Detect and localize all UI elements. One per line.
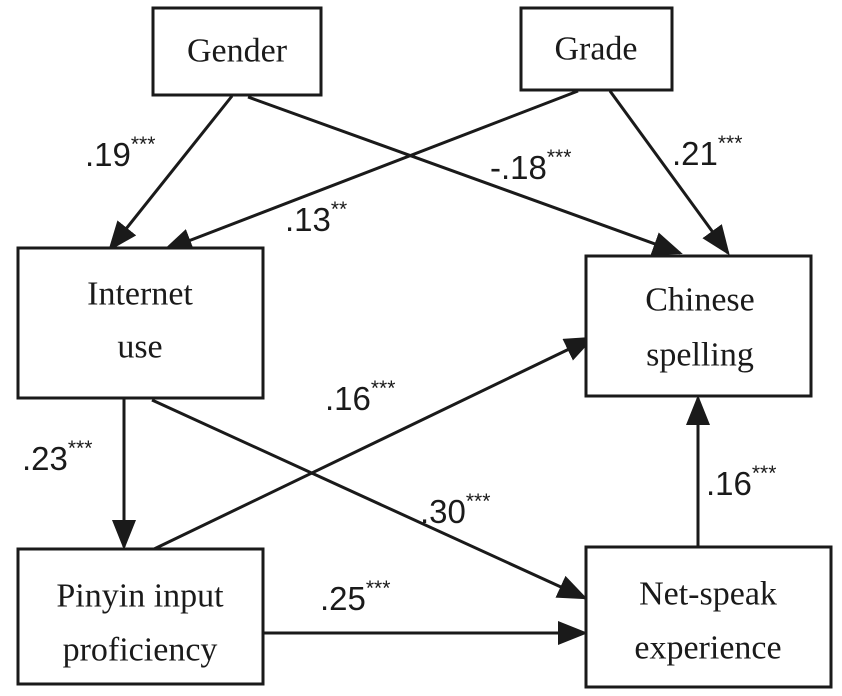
node-pinyin-input-proficiency: Pinyin input proficiency: [16, 547, 265, 686]
edge-grade-internet-use: [162, 89, 579, 252]
node-netspeak-experience: Net-speak experience: [584, 545, 833, 689]
coef-gender-internet-use: .19***: [85, 133, 155, 173]
edge-grade-chinese-spelling: [608, 90, 730, 256]
node-chinese-spelling: Chinese spelling: [584, 254, 813, 398]
node-internet-use: Internet use: [16, 246, 265, 400]
coef-pinyin-netspeak: .25***: [320, 577, 390, 617]
edges: [108, 89, 730, 645]
coef-pinyin-chinese-spelling: .16***: [325, 377, 395, 417]
node-netspeak-label-line1: Net-speak: [639, 576, 777, 613]
node-netspeak-label-line2: experience: [634, 630, 781, 667]
node-internet-use-label-line2: use: [117, 329, 162, 366]
node-chinese-spelling-label-line2: spelling: [646, 337, 754, 374]
node-internet-use-label-line1: Internet: [87, 276, 193, 313]
coef-internet-use-netspeak: .30***: [420, 490, 490, 530]
node-pinyin-label-line2: proficiency: [63, 632, 218, 669]
node-pinyin-label-line1: Pinyin input: [56, 578, 224, 615]
coef-internet-use-pinyin: .23***: [22, 437, 92, 477]
coef-grade-chinese-spelling: .21***: [672, 132, 742, 172]
node-grade: Grade: [519, 6, 674, 92]
coef-netspeak-chinese-spelling: .16***: [706, 462, 776, 502]
node-gender: Gender: [151, 6, 323, 97]
coef-grade-internet-use: .13**: [285, 198, 347, 238]
node-gender-label: Gender: [187, 33, 288, 70]
node-chinese-spelling-label-line1: Chinese: [645, 282, 755, 319]
coef-gender-chinese-spelling: -.18***: [490, 146, 571, 186]
edge-internet-use-netspeak: [151, 398, 588, 600]
node-grade-label: Grade: [554, 31, 637, 68]
edge-pinyin-chinese-spelling: [151, 336, 595, 552]
coefficients: .19*** -.18*** .13** .21*** .23*** .16**…: [22, 132, 776, 617]
edge-gender-internet-use: [108, 95, 234, 252]
edge-gender-chinese-spelling: [247, 95, 683, 256]
